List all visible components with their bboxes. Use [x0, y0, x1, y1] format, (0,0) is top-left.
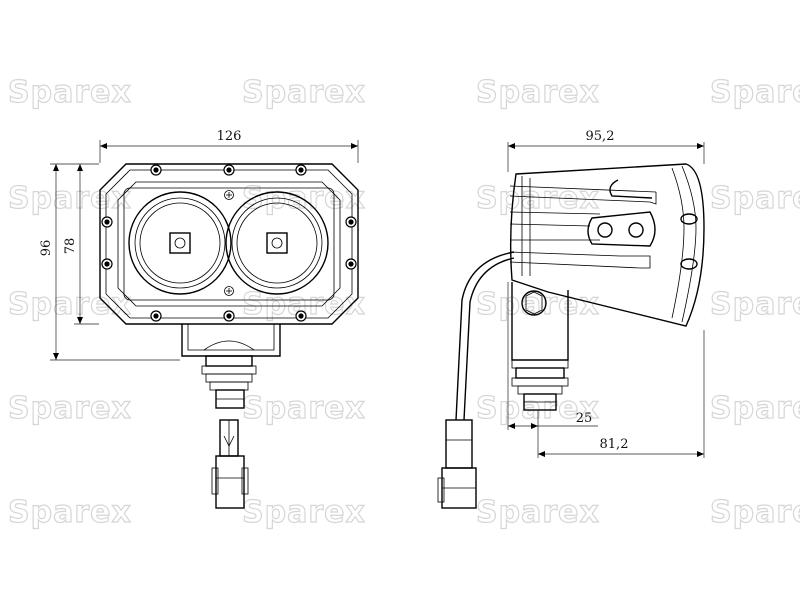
mounting-bracket-side	[511, 282, 569, 411]
dimension-width-label: 126	[217, 129, 242, 144]
watermark-logo: Sparex	[8, 391, 132, 426]
watermark-logo: Sparex	[476, 75, 600, 110]
watermark-logo: Sparex	[476, 181, 600, 216]
watermark-logo: Sparex	[710, 391, 800, 426]
vent-slot-bottom	[680, 258, 698, 270]
watermark-logo: Sparex	[710, 287, 800, 322]
watermark-logo: Sparex	[710, 495, 800, 530]
watermark-group: Sparex Sparex Sparex Sparex Sparex Spare…	[7, 74, 800, 530]
watermark-logo: Sparex	[476, 391, 600, 426]
vent-slot-top	[680, 213, 698, 225]
watermark-logo: Sparex	[8, 287, 132, 322]
watermark-logo: Sparex	[8, 75, 132, 110]
cooling-fins	[509, 179, 657, 269]
watermark-logo: Sparex	[242, 75, 366, 110]
dimension-bracket-offset-label: 25	[576, 411, 593, 426]
watermark-logo: Sparex	[476, 495, 600, 530]
dimension-height-outer-label: 96	[39, 240, 54, 257]
watermark-logo: Sparex	[710, 181, 800, 216]
bracket-plate-side	[587, 211, 656, 247]
center-screw-bottom	[224, 286, 234, 296]
dimension-mount-depth-label: 81,2	[600, 437, 629, 452]
watermark-logo: Sparex	[476, 287, 600, 322]
watermark-logo: Sparex	[8, 181, 132, 216]
front-view: 126 96 78	[39, 129, 359, 509]
bezel-bolts	[101, 164, 357, 322]
cable-connector-front	[211, 419, 249, 509]
watermark-logo: Sparex	[242, 391, 366, 426]
lamp-housing-outer	[99, 163, 359, 325]
dimension-height-inner-label: 78	[63, 238, 78, 255]
watermark-logo: Sparex	[242, 181, 366, 216]
right-reflector	[225, 191, 329, 295]
cable-side	[437, 251, 515, 509]
lens-frame	[123, 187, 335, 301]
mounting-bracket-front	[181, 324, 281, 409]
left-reflector	[128, 191, 232, 295]
watermark-logo: Sparex	[242, 495, 366, 530]
center-screw-top	[224, 190, 234, 200]
watermark-logo: Sparex	[8, 495, 132, 530]
dimension-depth-label: 95,2	[586, 129, 615, 144]
watermark-logo: Sparex	[710, 75, 800, 110]
side-view: 95,2 25 81,2	[437, 129, 705, 509]
lamp-body-side	[509, 163, 705, 327]
